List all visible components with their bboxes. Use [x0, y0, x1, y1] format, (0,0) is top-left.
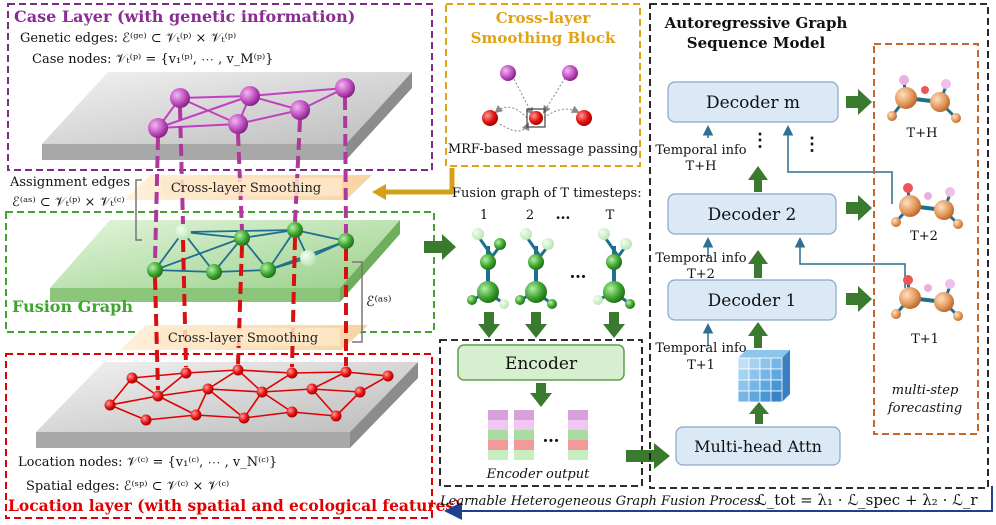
- timestep-label-t: T: [606, 208, 615, 223]
- encoder-block[interactable]: Encoder: [457, 344, 625, 381]
- decoder-m-label: Decoder m: [706, 93, 800, 113]
- decoder-output-arrows: [846, 89, 872, 312]
- encoder-output-label: Encoder output: [486, 467, 590, 482]
- mini-graph-2: [515, 228, 557, 309]
- decoder-2-block[interactable]: Decoder 2: [667, 193, 837, 235]
- fusion-to-sequence-arrow: [424, 234, 456, 260]
- mini-graph-t: [593, 228, 635, 309]
- smoothing-feedback-arrowhead: [372, 184, 386, 200]
- attn-block[interactable]: Multi-head Attn: [675, 426, 841, 466]
- lower-smoothing-label: Cross-layer Smoothing: [168, 331, 318, 346]
- process-feedback-line: [444, 486, 993, 520]
- decoder-stack-dots-center: ⋮: [751, 130, 769, 151]
- timestep-label-2: 2: [526, 208, 534, 223]
- mini-graph-1: [467, 228, 509, 309]
- autoregressive-box: [649, 3, 989, 489]
- attention-cube: [737, 350, 790, 403]
- mrf-caption: MRF-based message passing: [448, 142, 638, 157]
- location-layer-box: [5, 353, 433, 519]
- assignment-edges-formula: ℰ⁽ᵃˢ⁾ ⊂ 𝒱ₜ⁽ᵖ⁾ × 𝒱ₜ⁽ᶜ⁾: [12, 195, 125, 210]
- forecast-label-th: T+H: [907, 126, 938, 141]
- decoder-1-label: Decoder 1: [708, 291, 797, 311]
- timestep-label-1: 1: [480, 208, 488, 223]
- case-layer-title: Case Layer (with genetic information): [14, 7, 355, 26]
- case-nodes-label: Case nodes: 𝒱ₜ⁽ᵖ⁾ = {v₁⁽ᵖ⁾, ⋯ , v_M⁽ᵖ⁾}: [32, 52, 273, 67]
- temporal-info-th: T+H: [686, 159, 717, 174]
- smoothing-feedback-arrow: [384, 168, 455, 195]
- decoder-2-label: Decoder 2: [708, 205, 797, 225]
- sequence-to-encoder-arrows: [478, 312, 625, 338]
- decoder-stack-dots-right: ⋮: [803, 134, 821, 155]
- forecast-label-t2: T+2: [910, 229, 938, 244]
- encoder-output-dots: …: [543, 427, 560, 447]
- assignment-lines-purple: [153, 97, 348, 263]
- fusion-nodes: [147, 222, 354, 280]
- forecast-caption-1: multi-step: [892, 383, 959, 398]
- encoder-label: Encoder: [505, 354, 578, 374]
- attn-label: Multi-head Attn: [694, 437, 822, 456]
- forecast-output-th: [887, 75, 961, 123]
- encoder-output-bars: [488, 410, 588, 460]
- forecast-caption-2: forecasting: [887, 401, 962, 416]
- case-layer-box: [7, 3, 433, 171]
- decoder-1-block[interactable]: Decoder 1: [667, 279, 837, 321]
- spatial-edges-label: Spatial edges: ℰ⁽ˢᵖ⁾ ⊂ 𝒱⁽ᶜ⁾ × 𝒱⁽ᶜ⁾: [26, 479, 229, 494]
- fusion-assignment-bracket: [352, 261, 363, 343]
- mrf-illustration: [482, 65, 592, 132]
- encoder-box: [439, 339, 643, 487]
- timestep-label-dots: …: [556, 205, 571, 223]
- assignment-edges-label: Assignment edges: [9, 175, 130, 190]
- location-nodes: [104, 364, 394, 426]
- forecast-output-t2: [891, 183, 963, 229]
- forecast-box: [873, 43, 979, 435]
- smoothing-block-title-1: Cross-layer: [496, 9, 592, 27]
- autoregressive-title-2: Sequence Model: [687, 34, 826, 52]
- location-layer-title: Location layer (with spatial and ecologi…: [8, 496, 462, 515]
- smoothing-block-title-2: Smoothing Block: [471, 29, 616, 47]
- forecast-label-t1: T+1: [911, 332, 939, 347]
- loss-formula: ℒ_tot = λ₁ · ℒ_spec + λ₂ · ℒ_r: [756, 491, 978, 509]
- temporal-info-label-h: Temporal info: [655, 143, 746, 158]
- decoder-m-block[interactable]: Decoder m: [667, 81, 839, 123]
- encoder-down-arrow: [530, 383, 552, 407]
- case-nodes: [148, 78, 355, 138]
- temporal-info-t2: T+2: [687, 267, 715, 282]
- assignment-bracket: [135, 179, 142, 241]
- fusion-sequence-title: Fusion graph of T timesteps:: [452, 186, 642, 201]
- mini-graph-dots: …: [570, 263, 587, 283]
- fusion-assignment-formula: ℰ⁽ᵃˢ⁾: [366, 294, 391, 310]
- fusion-plate: [50, 220, 400, 302]
- upper-smoothing-label: Cross-layer Smoothing: [171, 181, 321, 196]
- process-label: Learnable Heterogeneous Graph Fusion Pro…: [439, 494, 761, 509]
- temporal-info-label-2: Temporal info: [655, 251, 746, 266]
- decoder-stack-arrows: [748, 166, 769, 424]
- assignment-lines-red: [153, 237, 348, 391]
- encoder-to-attn-arrow: [626, 443, 670, 469]
- location-nodes-label: Location nodes: 𝒱⁽ᶜ⁾ = {v₁⁽ᶜ⁾, ⋯ , v_N⁽ᶜ…: [18, 455, 277, 470]
- case-plate: [42, 72, 412, 160]
- temporal-info-t1: T+1: [687, 358, 715, 373]
- autoregressive-title-1: Autoregressive Graph: [664, 14, 848, 32]
- smoothing-block-box: [445, 3, 641, 167]
- fusion-graph-label: Fusion Graph: [12, 297, 133, 316]
- forecast-output-t1: [891, 275, 963, 321]
- genetic-edges-label: Genetic edges: ℰ⁽ᵍᵉ⁾ ⊂ 𝒱ₜ⁽ᵖ⁾ × 𝒱ₜ⁽ᵖ⁾: [20, 31, 236, 46]
- temporal-info-label-1: Temporal info: [655, 341, 746, 356]
